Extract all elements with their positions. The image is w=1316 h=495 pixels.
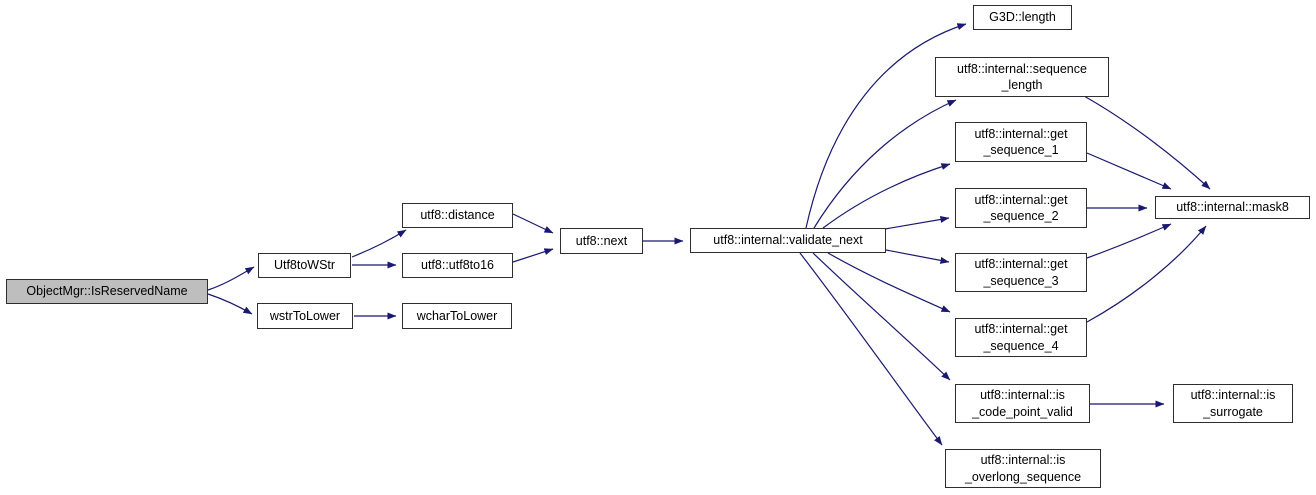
node-g3d-length[interactable]: G3D::length	[973, 5, 1072, 30]
node-objectmgr-isreservedname[interactable]: ObjectMgr::IsReservedName	[6, 279, 208, 304]
node-get-sequence-1[interactable]: utf8::internal::get _sequence_1	[955, 122, 1087, 162]
edge-validatenext-sequencelength	[813, 99, 957, 229]
node-utf8towstr[interactable]: Utf8toWStr	[258, 253, 351, 278]
edge-validatenext-getsequence2	[884, 216, 950, 230]
edge-getsequence4-mask8	[1086, 225, 1207, 323]
edge-distance-next	[512, 213, 554, 234]
edge-sequencelength-mask8	[1083, 95, 1211, 190]
node-is-overlong-sequence[interactable]: utf8::internal::is _overlong_sequence	[945, 449, 1101, 488]
node-sequence-length[interactable]: utf8::internal::sequence _length	[935, 57, 1109, 97]
edge-validatenext-getsequence1	[822, 163, 951, 229]
node-mask8[interactable]: utf8::internal::mask8	[1155, 196, 1310, 219]
node-wchartolower[interactable]: wcharToLower	[402, 303, 512, 329]
edge-validatenext-iscodepointvalid	[812, 252, 951, 381]
node-get-sequence-2[interactable]: utf8::internal::get _sequence_2	[955, 188, 1087, 228]
node-is-code-point-valid[interactable]: utf8::internal::is _code_point_valid	[955, 384, 1090, 423]
node-utf8-distance[interactable]: utf8::distance	[402, 203, 513, 228]
edge-validatenext-isoverlongsequence	[799, 252, 943, 446]
edge-utf8towstr-distance	[351, 229, 407, 258]
node-get-sequence-4[interactable]: utf8::internal::get _sequence_4	[955, 318, 1087, 357]
edge-isreservedname-utf8towstr	[207, 266, 255, 291]
edge-getsequence1-mask8	[1086, 152, 1172, 190]
node-utf8-next[interactable]: utf8::next	[560, 228, 643, 254]
node-is-surrogate[interactable]: utf8::internal::is _surrogate	[1173, 384, 1293, 423]
edge-validatenext-getsequence3	[885, 249, 950, 264]
node-get-sequence-3[interactable]: utf8::internal::get _sequence_3	[955, 253, 1087, 292]
node-wstrtolower[interactable]: wstrToLower	[257, 303, 353, 329]
edge-utf8to16-next	[512, 248, 554, 263]
edge-getsequence3-mask8	[1086, 223, 1172, 259]
node-utf8-utf8to16[interactable]: utf8::utf8to16	[402, 253, 513, 278]
edge-validatenext-g3dlength	[805, 23, 967, 229]
edge-validatenext-getsequence4	[827, 252, 951, 313]
node-validate-next[interactable]: utf8::internal::validate_next	[690, 228, 886, 253]
edge-isreservedname-wstrtolower	[207, 293, 253, 315]
